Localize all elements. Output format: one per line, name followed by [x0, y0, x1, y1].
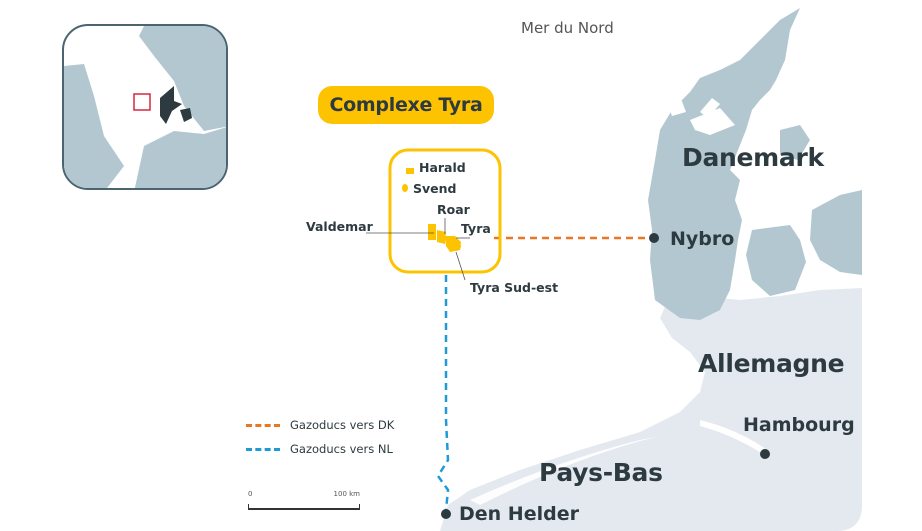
- field-label-roar: Roar: [437, 202, 470, 217]
- field-label-tyra-sud-est: Tyra Sud-est: [470, 280, 559, 295]
- field-harald-shape: [406, 168, 414, 174]
- scale-bar: 0 100 km: [248, 490, 360, 510]
- scale-start-label: 0: [248, 490, 253, 498]
- city-label-den-helder: Den Helder: [459, 503, 579, 525]
- scale-bar-line: [248, 504, 360, 510]
- city-label-nybro: Nybro: [670, 228, 735, 250]
- city-dot-nybro: [649, 233, 659, 243]
- field-label-svend: Svend: [413, 181, 457, 196]
- city-dot-hambourg: [760, 449, 770, 459]
- city-dot-den-helder: [441, 509, 451, 519]
- country-label-denmark: Danemark: [682, 143, 824, 172]
- field-valdemar-shape: [428, 224, 436, 240]
- field-roar-shape: [437, 230, 446, 244]
- land-denmark-jutland: [648, 8, 800, 320]
- scale-end-label: 100 km: [333, 490, 360, 498]
- country-label-netherlands: Pays-Bas: [539, 458, 663, 487]
- field-label-valdemar: Valdemar: [306, 219, 373, 234]
- blue-dash-icon: [246, 447, 280, 451]
- sea-label: Mer du Nord: [521, 19, 614, 37]
- pipeline-nl: [436, 275, 450, 511]
- field-label-tyra: Tyra: [461, 221, 491, 236]
- field-label-harald: Harald: [419, 160, 466, 175]
- legend-label-nl: Gazoducs vers NL: [290, 442, 393, 456]
- field-svend-shape: [402, 184, 408, 192]
- inset-marker-box: [133, 93, 151, 111]
- field-tyra-se-shape: [451, 241, 461, 251]
- country-label-germany: Allemagne: [698, 349, 845, 378]
- legend-label-dk: Gazoducs vers DK: [290, 418, 395, 432]
- map-legend: Gazoducs vers DK Gazoducs vers NL: [246, 413, 394, 461]
- legend-item-dk: Gazoducs vers DK: [246, 413, 394, 437]
- land-denmark-islands: [746, 225, 806, 296]
- legend-item-nl: Gazoducs vers NL: [246, 437, 394, 461]
- denmark-highlight-shape: [160, 86, 182, 124]
- orange-dash-icon: [246, 423, 280, 427]
- city-label-hambourg: Hambourg: [743, 414, 855, 436]
- tyra-complex-frame: [388, 148, 502, 274]
- map-title-badge: Complexe Tyra: [318, 86, 494, 124]
- inset-locator-map: [62, 24, 228, 190]
- land-germany-netherlands: [440, 288, 862, 531]
